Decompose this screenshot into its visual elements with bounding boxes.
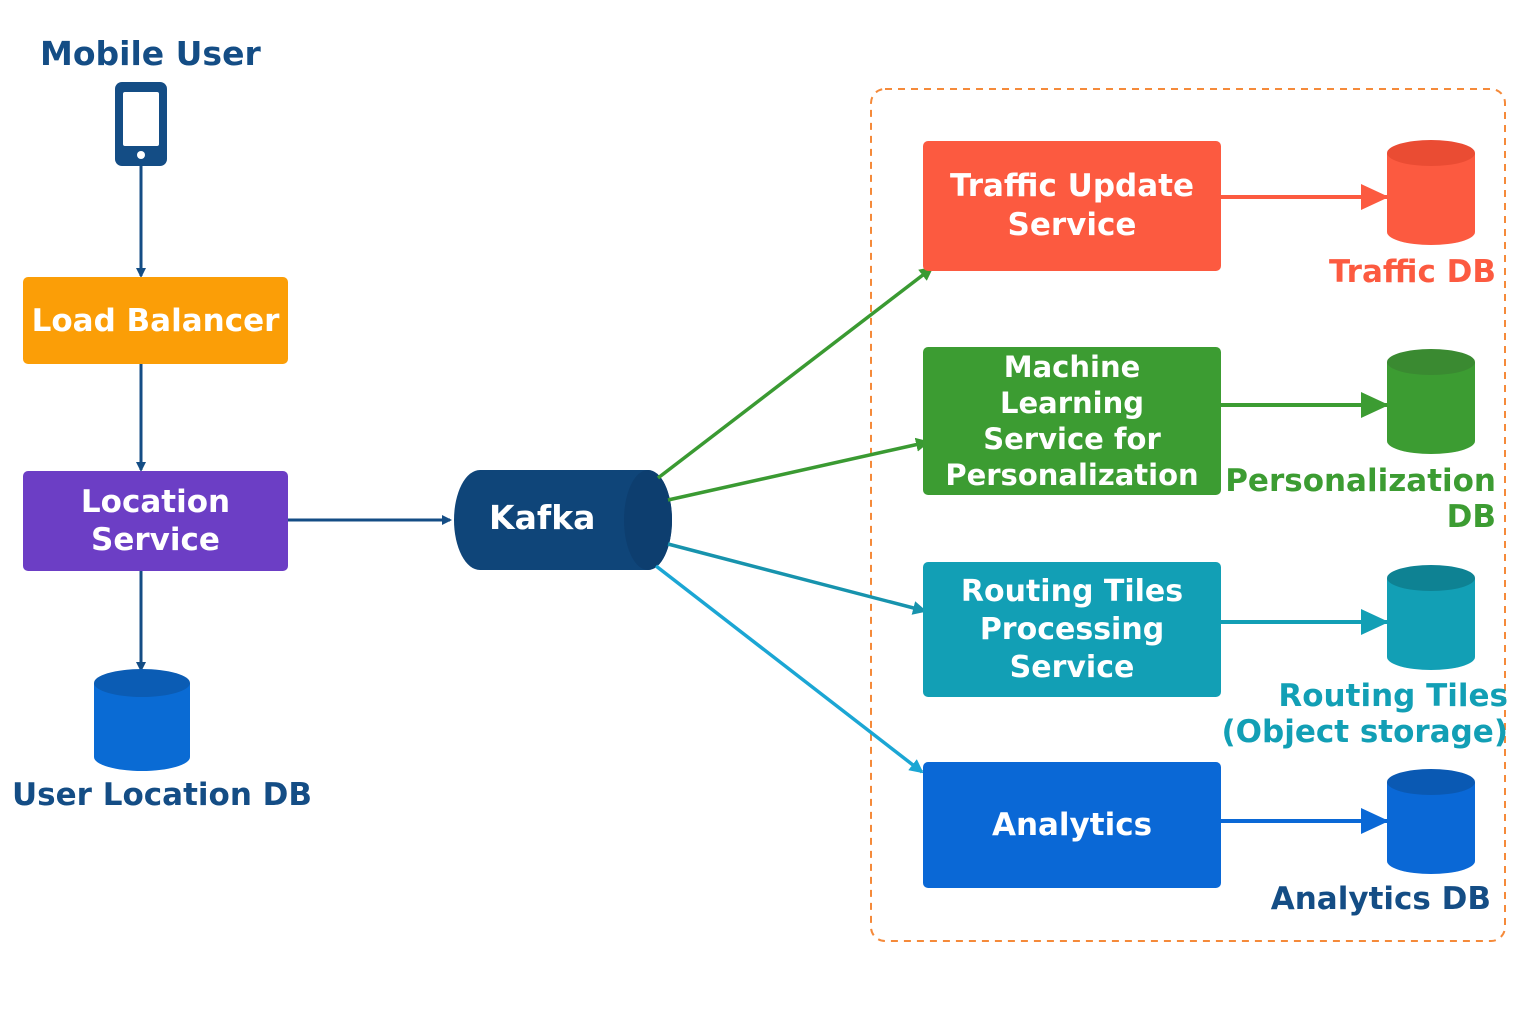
arrow-kafka-to-ml — [667, 437, 930, 502]
arrow-kafka-to-traffic — [656, 266, 934, 480]
analytics-db-label: Analytics DB — [1270, 881, 1491, 917]
traffic-db-cylinder — [1387, 140, 1475, 245]
location-service-box: Location Service — [23, 471, 288, 571]
analytics-db-cylinder — [1387, 769, 1475, 874]
traffic-update-service-box: Traffic Update Service — [923, 141, 1221, 271]
routing-tiles-db-label: Routing Tiles (Object storage) — [1221, 678, 1508, 750]
load-balancer-label: Load Balancer — [31, 302, 280, 339]
ml-personalization-service-box: Machine Learning Service for Personaliza… — [923, 347, 1221, 495]
ml-personalization-service-label: Machine Learning Service for Personaliza… — [945, 350, 1199, 492]
kafka-label: Kafka — [489, 498, 596, 537]
personalization-db-cylinder — [1387, 349, 1475, 454]
traffic-update-service-label: Traffic Update Service — [949, 168, 1194, 243]
load-balancer-box: Load Balancer — [23, 277, 288, 364]
routing-tiles-processing-service-label: Routing Tiles Processing Service — [960, 573, 1184, 685]
routing-tiles-processing-service-box: Routing Tiles Processing Service — [923, 562, 1221, 697]
arrow-kafka-to-routing — [667, 542, 927, 615]
analytics-service-box: Analytics — [923, 762, 1221, 888]
arrow-kafka-to-analytics — [654, 564, 924, 774]
user-location-db-label: User Location DB — [12, 777, 313, 813]
user-location-db-cylinder — [94, 669, 190, 771]
mobile-phone-icon — [115, 82, 167, 166]
services-group-border — [870, 88, 1506, 942]
routing-tiles-db-cylinder — [1387, 565, 1475, 670]
location-service-label: Location Service — [80, 484, 231, 558]
traffic-db-label: Traffic DB — [1328, 254, 1496, 290]
analytics-service-label: Analytics — [991, 807, 1153, 843]
personalization-db-label: Personalization DB — [1225, 463, 1496, 535]
kafka-cylinder — [454, 470, 672, 570]
mobile-user-label: Mobile User — [40, 34, 261, 73]
